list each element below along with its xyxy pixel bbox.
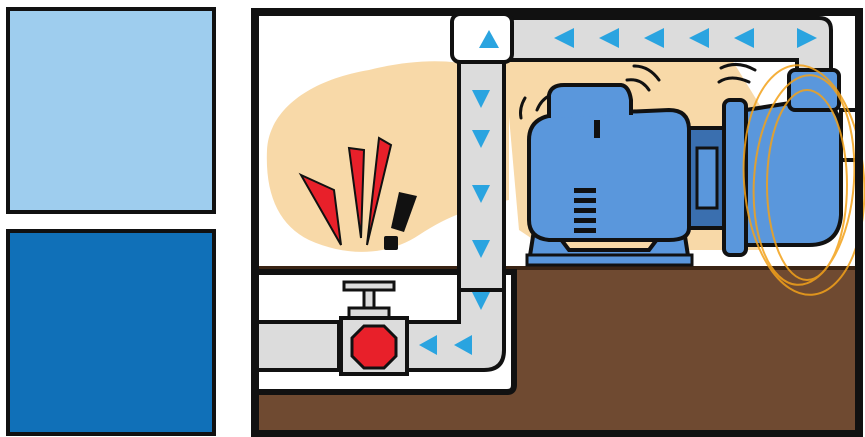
flow-arrow-icon xyxy=(479,30,499,48)
motor-vent xyxy=(574,188,596,233)
exclamation-icon xyxy=(384,192,417,250)
flow-arrow-icon xyxy=(472,240,490,258)
flow-arrow-icon xyxy=(472,185,490,203)
pump-motor xyxy=(527,107,691,242)
flow-arrow-icon xyxy=(797,28,817,48)
flow-arrow-icon xyxy=(472,90,490,108)
flow-arrow-icon xyxy=(689,28,709,48)
water-pump-icon xyxy=(525,68,863,267)
flow-arrow-icon xyxy=(554,28,574,48)
vibration-lines-icon xyxy=(519,63,757,120)
pump-volute xyxy=(722,98,748,257)
light-water-swatch xyxy=(6,7,216,214)
flow-arrow-icon xyxy=(734,28,754,48)
flow-arrow-icon xyxy=(454,335,472,355)
flow-arrow-icon xyxy=(472,292,490,310)
alarm-burst-icon xyxy=(298,136,393,246)
valve-stop-sign xyxy=(350,324,398,370)
pipe-bottom xyxy=(253,320,341,372)
valve-icon xyxy=(339,280,409,376)
flow-arrow-icon xyxy=(599,28,619,48)
flow-arrows xyxy=(419,28,817,355)
flow-arrow-icon xyxy=(644,28,664,48)
pump-housing xyxy=(744,97,843,247)
flow-arrow-icon xyxy=(419,335,437,355)
scene-frame xyxy=(251,8,863,437)
leak-glow-icon xyxy=(742,64,865,296)
pump-scene xyxy=(251,8,865,437)
pipe-elbow-cap xyxy=(450,12,514,64)
dark-water-swatch xyxy=(6,229,216,436)
pump-motor-top xyxy=(547,83,633,118)
flow-arrow-icon xyxy=(472,130,490,148)
